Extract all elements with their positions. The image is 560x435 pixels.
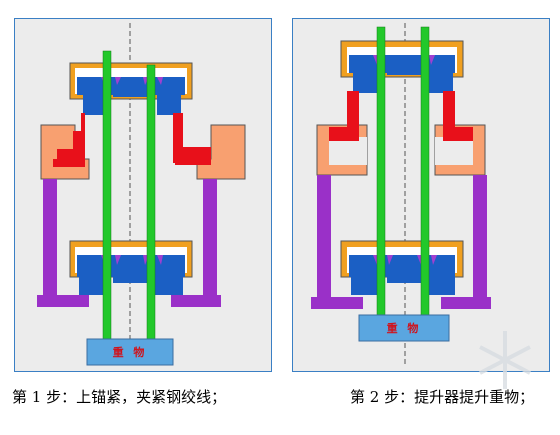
right-column [441,175,491,309]
step-2-diagram: 重 物 [311,23,491,367]
lower-anchor [340,240,464,295]
weight-label: 重 物 [387,321,422,335]
right-jaw-assembly [434,91,486,176]
step-2-panel: 重 物 [292,18,550,372]
right-column [171,179,221,307]
weight-label: 重 物 [113,345,148,359]
step-1-diagram: 重 物 [37,23,246,367]
weight-block [358,314,450,342]
strand-right [420,26,430,318]
weight-block [86,338,174,366]
upper-anchor [340,40,464,93]
left-column [311,175,363,309]
step-1-panel: 重 物 [14,18,272,372]
right-jaw-assembly [173,113,246,180]
left-column [37,179,89,307]
strand-left [102,50,112,342]
upper-anchor [69,62,193,115]
step-1-caption: 第 1 步：上锚紧，夹紧钢绞线； [12,388,227,406]
left-jaw-assembly [316,91,368,176]
step-2-caption: 第 2 步：提升器提升重物； [350,388,535,406]
lower-anchor [69,240,193,295]
watermark-logo [479,331,531,389]
strand-left [376,26,386,318]
strand-right [146,64,156,342]
left-jaw-assembly [40,113,90,180]
